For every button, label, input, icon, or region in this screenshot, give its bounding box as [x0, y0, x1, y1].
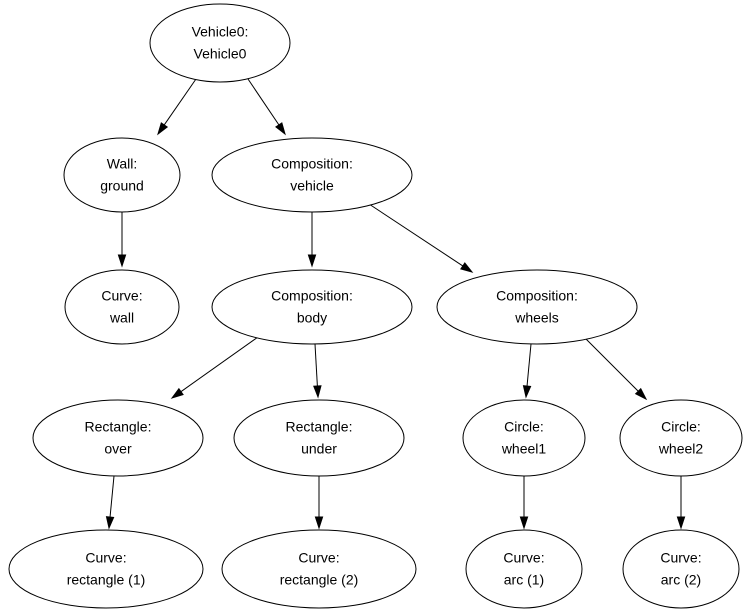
- edges-layer: [105, 78, 686, 530]
- node-ellipse[interactable]: [619, 399, 743, 477]
- edge-arrowhead: [634, 387, 648, 401]
- node-label-name: rectangle (1): [67, 572, 146, 588]
- node-ellipse[interactable]: [436, 269, 638, 345]
- graph-node-curve-wall[interactable]: Curve: wall: [64, 269, 180, 345]
- node-label-name: under: [301, 441, 337, 457]
- node-ellipse[interactable]: [462, 399, 586, 477]
- edge-line: [109, 475, 115, 520]
- graph-edge: [170, 336, 259, 399]
- node-ellipse[interactable]: [63, 137, 181, 213]
- node-ellipse[interactable]: [211, 137, 413, 213]
- node-label-name: arc (2): [661, 572, 701, 588]
- edge-line: [179, 336, 259, 394]
- node-ellipse[interactable]: [221, 529, 417, 609]
- graph-node-curve-arc-2[interactable]: Curve: arc (2): [622, 529, 740, 609]
- graph-edge: [676, 476, 686, 530]
- node-ellipse[interactable]: [64, 269, 180, 345]
- node-label-name: wheel2: [658, 441, 704, 457]
- node-label-type: Circle:: [661, 419, 701, 435]
- graph-node-circle-wheel1[interactable]: Circle: wheel1: [462, 399, 586, 477]
- node-label-type: Circle:: [504, 419, 544, 435]
- graph-node-wall-ground[interactable]: Wall: ground: [63, 137, 181, 213]
- graph-edge: [313, 343, 322, 399]
- node-ellipse[interactable]: [233, 399, 405, 477]
- node-ellipse[interactable]: [622, 529, 740, 609]
- graph-edge: [247, 78, 286, 136]
- node-label-type: Composition:: [271, 288, 353, 304]
- graph-edge: [314, 476, 324, 530]
- graph-edge: [157, 78, 197, 136]
- edge-arrowhead: [313, 385, 322, 399]
- graph-edge: [105, 475, 115, 530]
- graph-edge: [117, 212, 127, 268]
- graph-edge: [307, 212, 317, 268]
- node-label-name: vehicle: [290, 178, 334, 194]
- graph-node-rectangle-under[interactable]: Rectangle: under: [233, 399, 405, 477]
- node-ellipse[interactable]: [211, 269, 413, 345]
- edge-arrowhead: [676, 516, 686, 530]
- edge-arrowhead: [275, 122, 286, 136]
- node-label-type: Curve:: [660, 550, 701, 566]
- graph-node-circle-wheel2[interactable]: Circle: wheel2: [619, 399, 743, 477]
- edge-line: [368, 203, 465, 268]
- node-label-type: Curve:: [298, 550, 339, 566]
- node-label-type: Composition:: [496, 288, 578, 304]
- graph-edge: [583, 336, 648, 401]
- graph-edge: [368, 203, 474, 273]
- edge-arrowhead: [105, 516, 115, 530]
- node-label-name: over: [104, 441, 132, 457]
- graph-edge: [519, 476, 529, 530]
- graph-node-curve-rectangle-1[interactable]: Curve: rectangle (1): [8, 529, 204, 609]
- graph-node-composition-vehicle[interactable]: Composition: vehicle: [211, 137, 413, 213]
- node-label-name: ground: [100, 178, 144, 194]
- node-label-type: Curve:: [101, 288, 142, 304]
- node-label-type: Curve:: [503, 550, 544, 566]
- node-ellipse[interactable]: [8, 529, 204, 609]
- node-label-name: body: [297, 310, 327, 326]
- edge-line: [526, 343, 532, 389]
- edge-line: [583, 336, 640, 393]
- graph-node-curve-rectangle-2[interactable]: Curve: rectangle (2): [221, 529, 417, 609]
- node-label-name: wall: [109, 310, 134, 326]
- node-label-name: wheels: [514, 310, 559, 326]
- graph-node-curve-arc-1[interactable]: Curve: arc (1): [465, 529, 583, 609]
- node-label-type: Composition:: [271, 156, 353, 172]
- node-label-type: Rectangle:: [286, 419, 353, 435]
- edge-arrowhead: [117, 254, 127, 268]
- edge-arrowhead: [522, 385, 532, 399]
- edge-line: [162, 78, 197, 127]
- edge-arrowhead: [170, 387, 184, 399]
- graph-node-rectangle-over[interactable]: Rectangle: over: [32, 399, 204, 477]
- node-label-name: wheel1: [501, 441, 547, 457]
- node-label-type: Rectangle:: [85, 419, 152, 435]
- edge-arrowhead: [519, 516, 529, 530]
- edge-arrowhead: [460, 262, 474, 273]
- node-label-name: Vehicle0: [194, 46, 247, 62]
- edge-line: [247, 78, 281, 127]
- graph-edge: [522, 343, 532, 399]
- edge-arrowhead: [307, 254, 317, 268]
- graph-node-composition-body[interactable]: Composition: body: [211, 269, 413, 345]
- edge-arrowhead: [157, 122, 169, 136]
- edge-line: [314, 343, 318, 389]
- node-label-name: rectangle (2): [280, 572, 359, 588]
- node-ellipse[interactable]: [149, 3, 291, 83]
- edge-arrowhead: [314, 516, 324, 530]
- node-label-type: Wall:: [107, 156, 138, 172]
- node-ellipse[interactable]: [465, 529, 583, 609]
- node-label-type: Vehicle0:: [192, 24, 249, 40]
- graph-node-composition-wheels[interactable]: Composition: wheels: [436, 269, 638, 345]
- node-label-name: arc (1): [504, 572, 544, 588]
- graph-node-vehicle0[interactable]: Vehicle0: Vehicle0: [149, 3, 291, 83]
- node-label-type: Curve:: [85, 550, 126, 566]
- node-ellipse[interactable]: [32, 399, 204, 477]
- nodes-layer: Vehicle0:Vehicle0Wall:groundComposition:…: [8, 3, 743, 609]
